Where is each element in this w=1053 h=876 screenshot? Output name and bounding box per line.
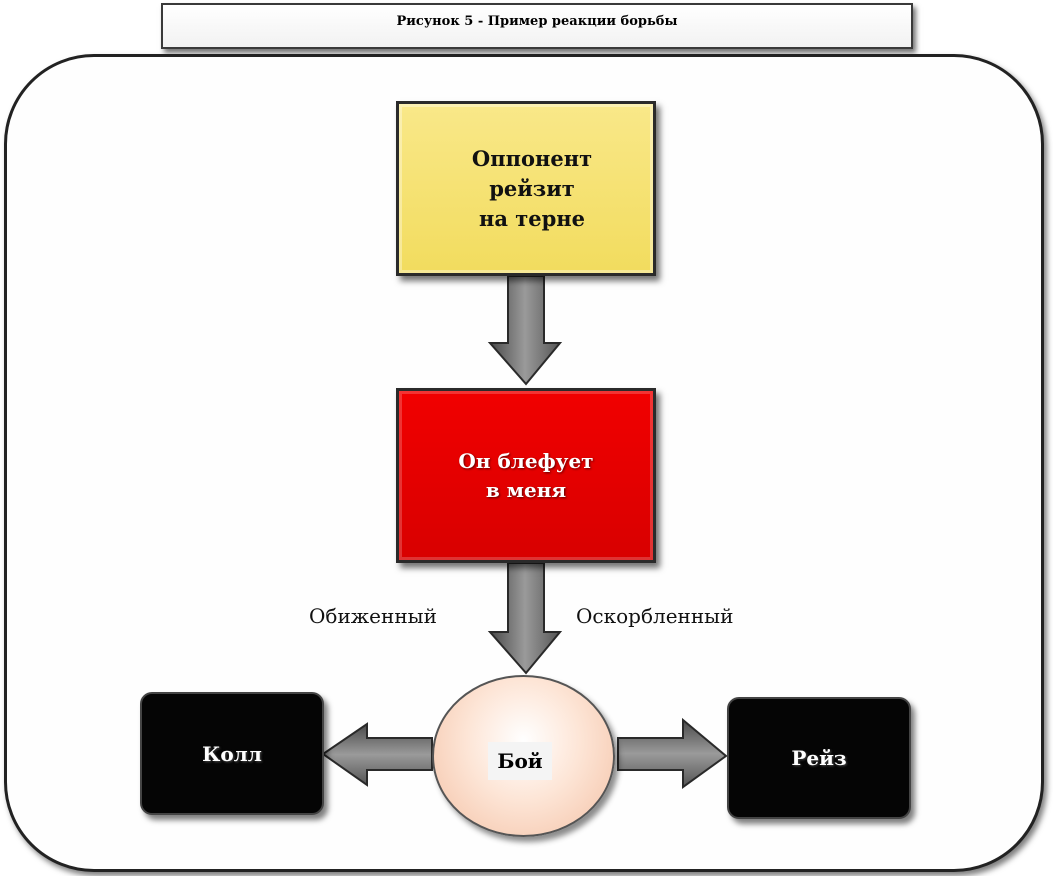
node-fight-label: Бой: [488, 742, 552, 780]
arrow-down-1: [487, 275, 563, 386]
figure-caption-bar: Рисунок 5 - Пример реакции борьбы: [161, 3, 913, 49]
figure-caption: Рисунок 5 - Пример реакции борьбы: [396, 14, 678, 29]
node-call: Колл: [140, 692, 324, 815]
label-offended: Обиженный: [309, 604, 437, 628]
label-insulted: Оскорбленный: [576, 604, 734, 628]
node-he-bluffs: Он блефует в меня: [396, 388, 656, 563]
node-raise: Рейз: [727, 697, 911, 819]
arrow-down-2: [487, 562, 563, 675]
node-opponent-raises: Оппонент рейзит на терне: [396, 101, 656, 276]
arrow-right: [617, 717, 728, 789]
arrow-left: [321, 722, 433, 787]
